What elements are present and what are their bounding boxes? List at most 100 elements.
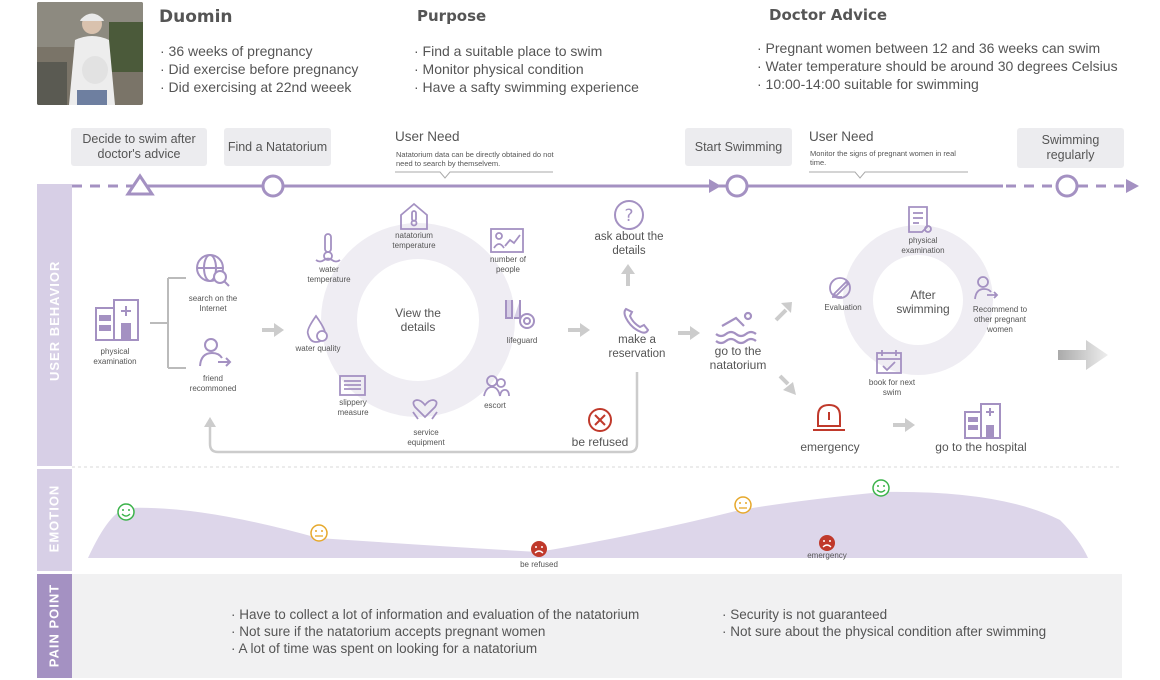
label-ask: ask about the details bbox=[594, 231, 664, 257]
label-slippery: slippery measure bbox=[337, 398, 369, 417]
label-after-swimming: After swimming bbox=[896, 288, 950, 316]
pain-item: · A lot of time was spent on looking for… bbox=[231, 641, 538, 656]
exam-report-icon bbox=[908, 206, 932, 233]
label-refused: be refused bbox=[571, 435, 629, 449]
flow-arrow bbox=[893, 418, 915, 432]
evaluation-icon bbox=[829, 277, 851, 299]
purpose-item: · Find a suitable place to swim bbox=[414, 43, 603, 59]
recommend-icon bbox=[974, 276, 999, 300]
question-icon bbox=[614, 200, 644, 230]
refused-loop-arrow bbox=[204, 417, 216, 427]
label-book: book for next swim bbox=[868, 378, 916, 397]
callout-line bbox=[395, 171, 553, 179]
section-label-emotion: EMOTION bbox=[46, 484, 62, 553]
hospital-icon bbox=[964, 403, 1001, 439]
emotion-label-refused: be refused bbox=[520, 560, 558, 569]
calendar-icon bbox=[876, 350, 902, 374]
emergency-siren-icon bbox=[813, 403, 845, 431]
pain-tab bbox=[37, 574, 72, 678]
label-water-quality: water quality bbox=[295, 344, 341, 353]
hospital-icon bbox=[95, 299, 139, 341]
details-ring bbox=[321, 223, 515, 417]
callout-line bbox=[809, 171, 968, 179]
persona-detail: · Did exercising at 22nd weeek bbox=[160, 79, 352, 95]
swimmer-icon bbox=[715, 311, 757, 345]
escort-icon bbox=[483, 375, 510, 397]
behavior-tab bbox=[37, 184, 72, 466]
persona-detail: · 36 weeks of pregnancy bbox=[160, 43, 313, 59]
purpose-title: Purpose bbox=[417, 7, 487, 25]
user-need-title: User Need bbox=[395, 129, 460, 144]
emotion-tab bbox=[37, 469, 72, 571]
flow-arrow bbox=[778, 374, 796, 395]
happy-face-icon bbox=[872, 479, 890, 497]
advice-list: · Pregnant women between 12 and 36 weeks… bbox=[757, 39, 1118, 93]
persona-detail: · Did exercise before pregnancy bbox=[160, 61, 359, 77]
timeline-arrow bbox=[709, 179, 721, 193]
user-need-desc: Natatorium data can be directly obtained… bbox=[396, 150, 554, 168]
label-physical-exam: physical examination bbox=[93, 347, 137, 366]
label-search-internet: search on the Internet bbox=[188, 294, 238, 313]
pain-area bbox=[72, 574, 1122, 678]
sad-face-icon bbox=[531, 541, 547, 557]
question-mark-glyph: ? bbox=[624, 206, 633, 226]
lifeguard-icon bbox=[505, 300, 535, 329]
flow-arrow bbox=[774, 302, 792, 322]
pain-list-left: · Have to collect a lot of information a… bbox=[231, 606, 639, 657]
pain-list-right: · Security is not guaranteed · Not sure … bbox=[722, 606, 1046, 640]
persona-name: Duomin bbox=[159, 7, 233, 27]
label-evaluation: Evaluation bbox=[824, 303, 862, 312]
stage-find: Find a Natatorium bbox=[224, 128, 331, 166]
label-escort: escort bbox=[484, 401, 506, 410]
persona-photo bbox=[37, 2, 143, 105]
stage-regular: Swimming regularly bbox=[1017, 128, 1124, 168]
pain-item: · Not sure about the physical condition … bbox=[722, 624, 1047, 639]
sad-face-icon bbox=[819, 535, 835, 551]
advice-item: · 10:00-14:00 suitable for swimming bbox=[757, 76, 979, 92]
persona-details: · 36 weeks of pregnancy · Did exercise b… bbox=[160, 42, 358, 96]
label-num-people: number of people bbox=[489, 255, 527, 274]
emotion-curve bbox=[88, 491, 1088, 558]
label-nat-temp: natatorium temperature bbox=[392, 231, 436, 250]
globe-search-icon bbox=[196, 254, 230, 287]
people-chart-icon bbox=[490, 228, 524, 253]
section-label-behavior: USER BEHAVIOR bbox=[47, 260, 62, 381]
flow-arrow bbox=[568, 323, 590, 337]
emotion-label-emergency: emergency bbox=[807, 551, 847, 560]
neutral-face-icon bbox=[310, 524, 328, 542]
pain-item: · Have to collect a lot of information a… bbox=[231, 607, 640, 622]
milestone-circle bbox=[261, 174, 285, 198]
advice-item: · Water temperature should be around 30 … bbox=[757, 58, 1118, 74]
purpose-item: · Have a safty swimming experience bbox=[414, 79, 639, 95]
purpose-item: · Monitor physical condition bbox=[414, 61, 584, 77]
phone-icon bbox=[623, 307, 650, 334]
happy-face-icon bbox=[117, 503, 135, 521]
bracket-line bbox=[150, 277, 186, 369]
label-emergency: emergency bbox=[800, 440, 860, 454]
label-go-natatorium: go to the natatorium bbox=[709, 344, 767, 372]
user-need-title: User Need bbox=[809, 129, 874, 144]
pain-item: · Security is not guaranteed bbox=[722, 607, 888, 622]
label-service: service equipment bbox=[407, 428, 445, 447]
continue-arrow bbox=[1058, 340, 1108, 370]
flow-arrow bbox=[621, 264, 635, 286]
label-hospital: go to the hospital bbox=[935, 440, 1027, 454]
refused-icon bbox=[588, 408, 612, 432]
service-equipment-icon bbox=[412, 399, 438, 420]
water-drop-icon bbox=[306, 314, 328, 343]
stage-decide: Decide to swim after doctor's advice bbox=[71, 128, 207, 166]
flow-arrow bbox=[262, 323, 284, 337]
label-friend: friend recommoned bbox=[189, 374, 237, 393]
flow-arrow bbox=[678, 326, 700, 340]
refused-loop bbox=[208, 372, 639, 454]
milestone-circle bbox=[1055, 174, 1079, 198]
label-reservation: make a reservation bbox=[608, 334, 666, 360]
pain-item: · Not sure if the natatorium accepts pre… bbox=[231, 624, 546, 639]
milestone-circle bbox=[725, 174, 749, 198]
milestone-triangle bbox=[125, 173, 155, 196]
stage-start: Start Swimming bbox=[685, 128, 792, 166]
advice-item: · Pregnant women between 12 and 36 weeks… bbox=[757, 40, 1101, 56]
timeline-arrow bbox=[1126, 179, 1139, 193]
label-view-details: View the details bbox=[395, 306, 441, 334]
